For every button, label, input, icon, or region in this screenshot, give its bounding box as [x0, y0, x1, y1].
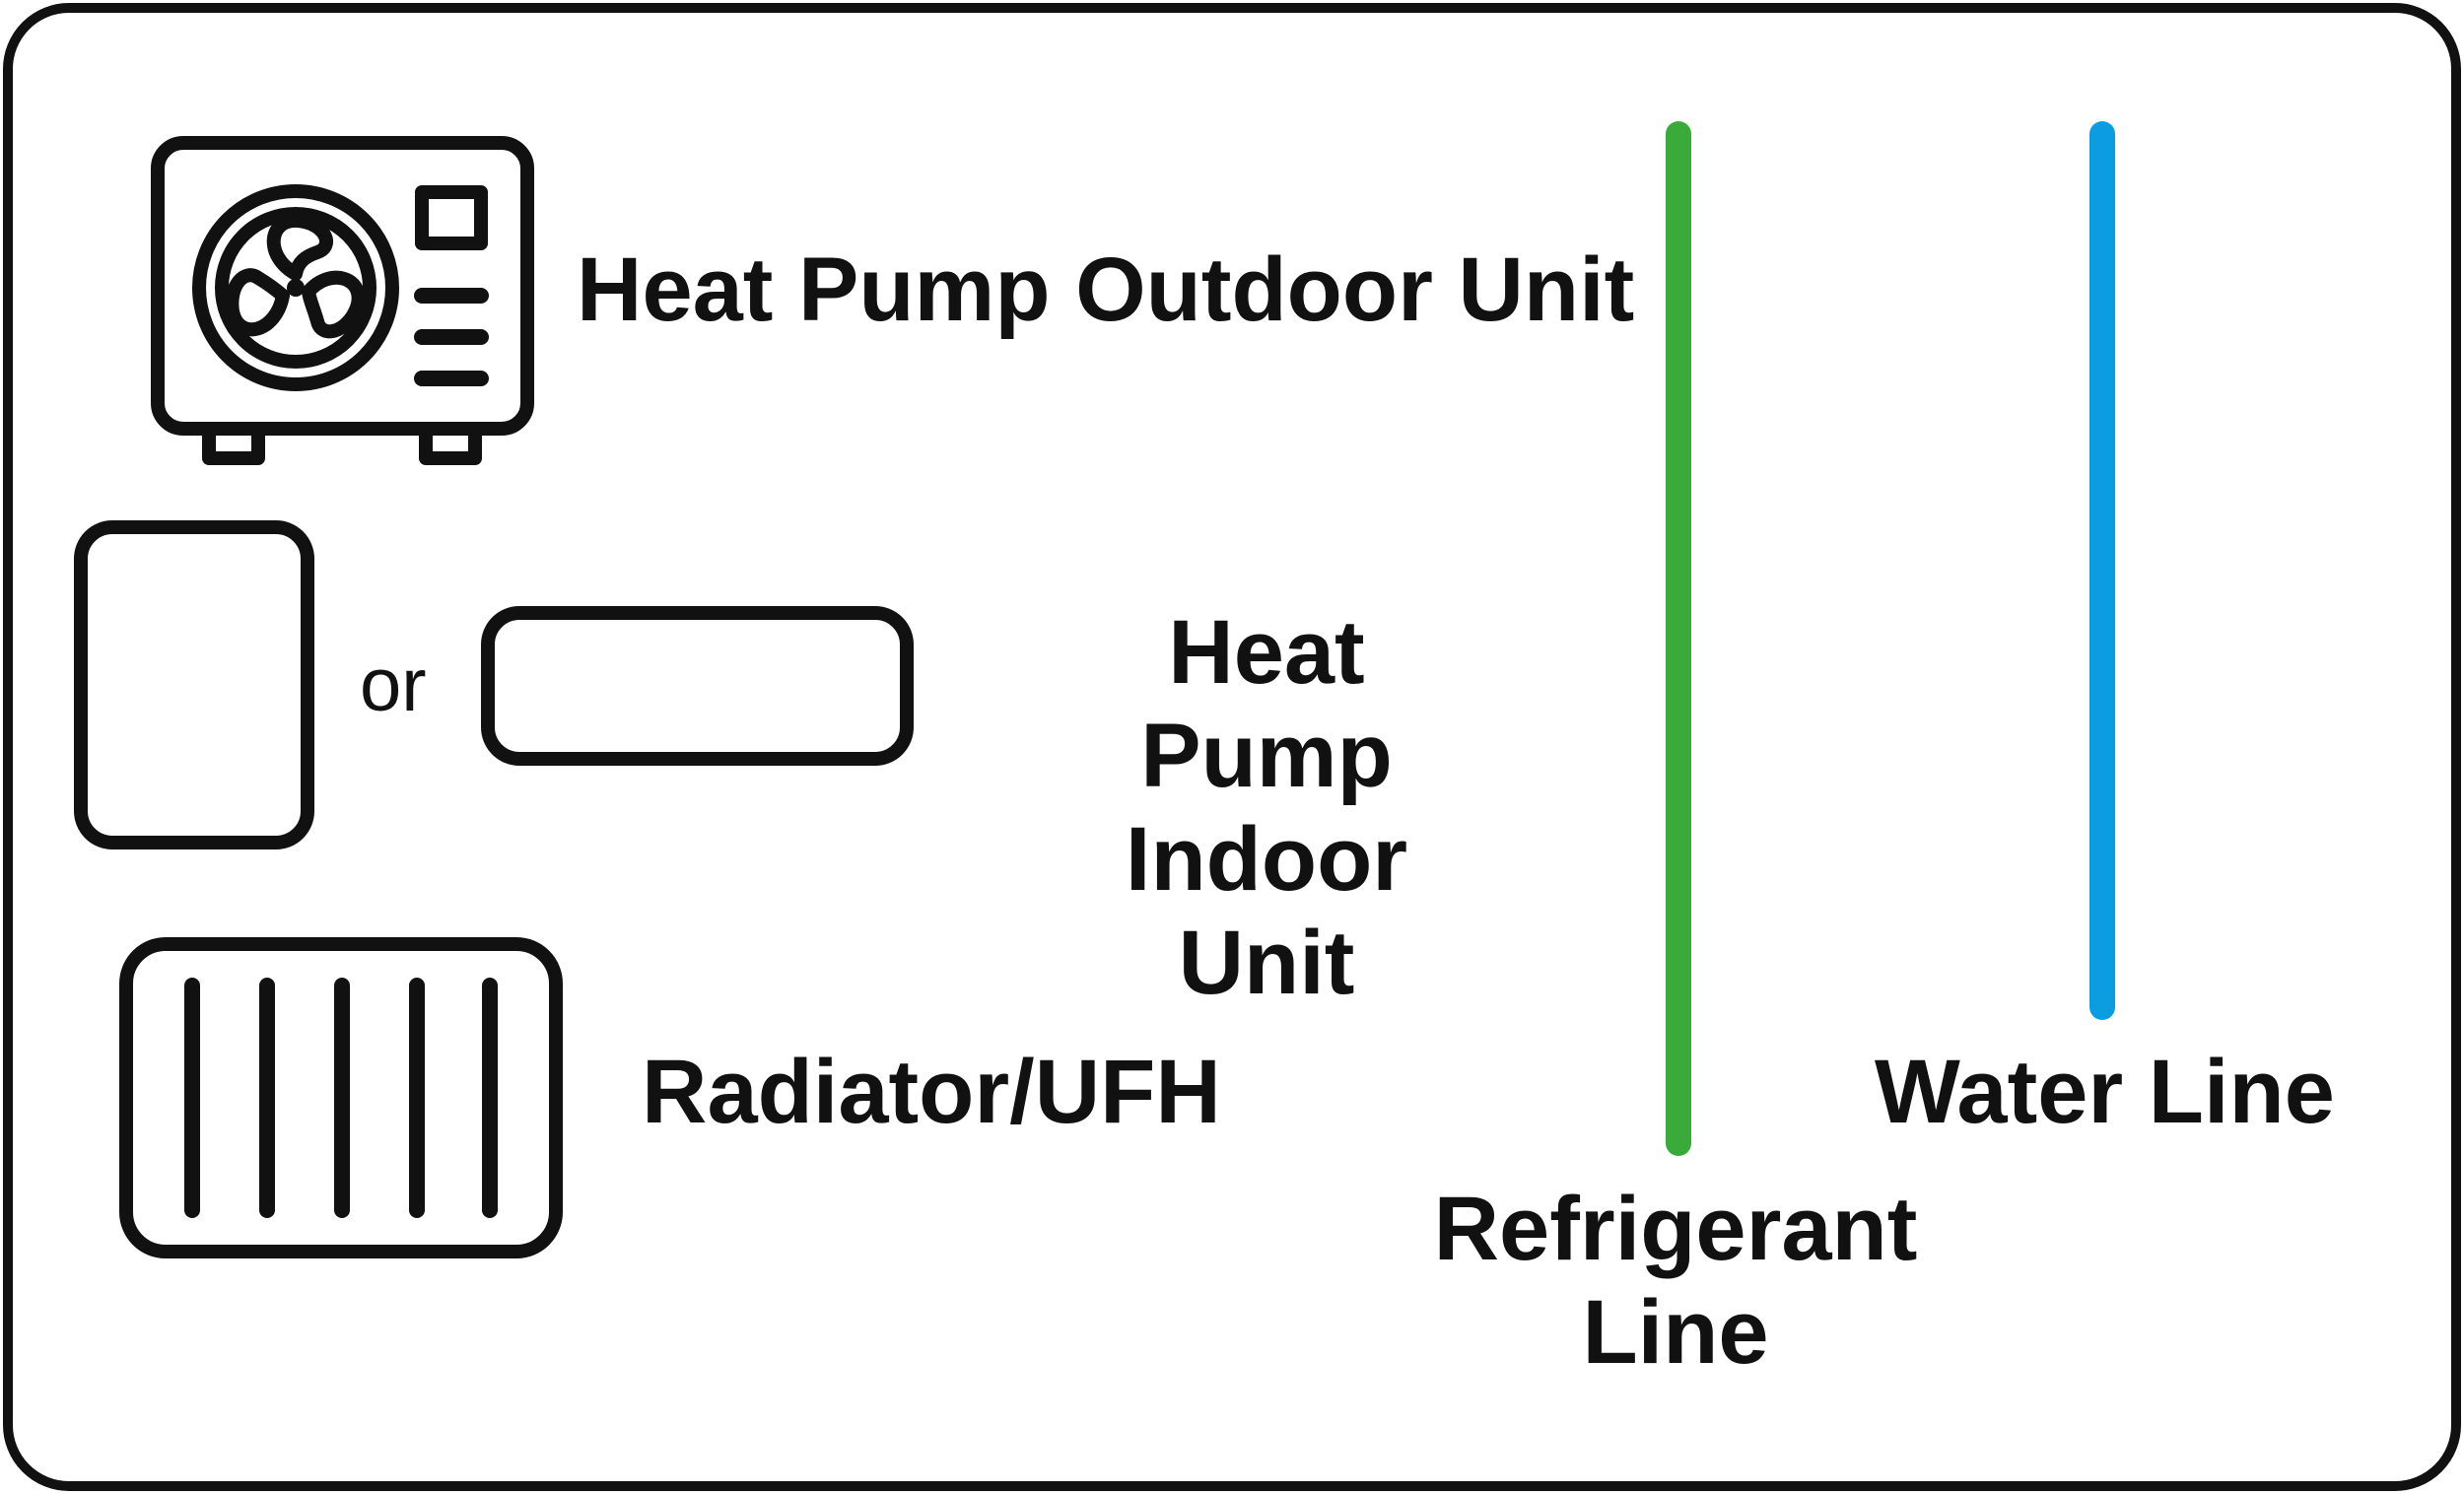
refrigerant-label-line1: Refrigerant — [1433, 1179, 1918, 1279]
refrigerant-label-line2: Line — [1582, 1281, 1769, 1383]
indoor-unit-horizontal-icon — [481, 606, 914, 766]
water-line-label: Water Line — [1875, 1042, 2335, 1142]
indoor-unit-label-line2: Indoor Unit — [1125, 808, 1408, 1013]
legend-border — [3, 3, 2461, 1491]
indoor-unit-label-line1: Heat Pump — [1140, 602, 1393, 806]
outdoor-unit-label: Heat Pump Outdoor Unit — [577, 239, 1635, 340]
or-label: or — [360, 644, 427, 727]
refrigerant-line-label: Refrigerant Line — [1419, 1178, 1932, 1385]
heat-pump-outdoor-unit-icon — [151, 136, 534, 465]
radiator-label: Radiator/UFH — [642, 1042, 1221, 1142]
radiator-icon — [119, 937, 563, 1258]
indoor-unit-vertical-icon — [74, 520, 314, 849]
indoor-unit-label: Heat Pump Indoor Unit — [1030, 601, 1503, 1015]
